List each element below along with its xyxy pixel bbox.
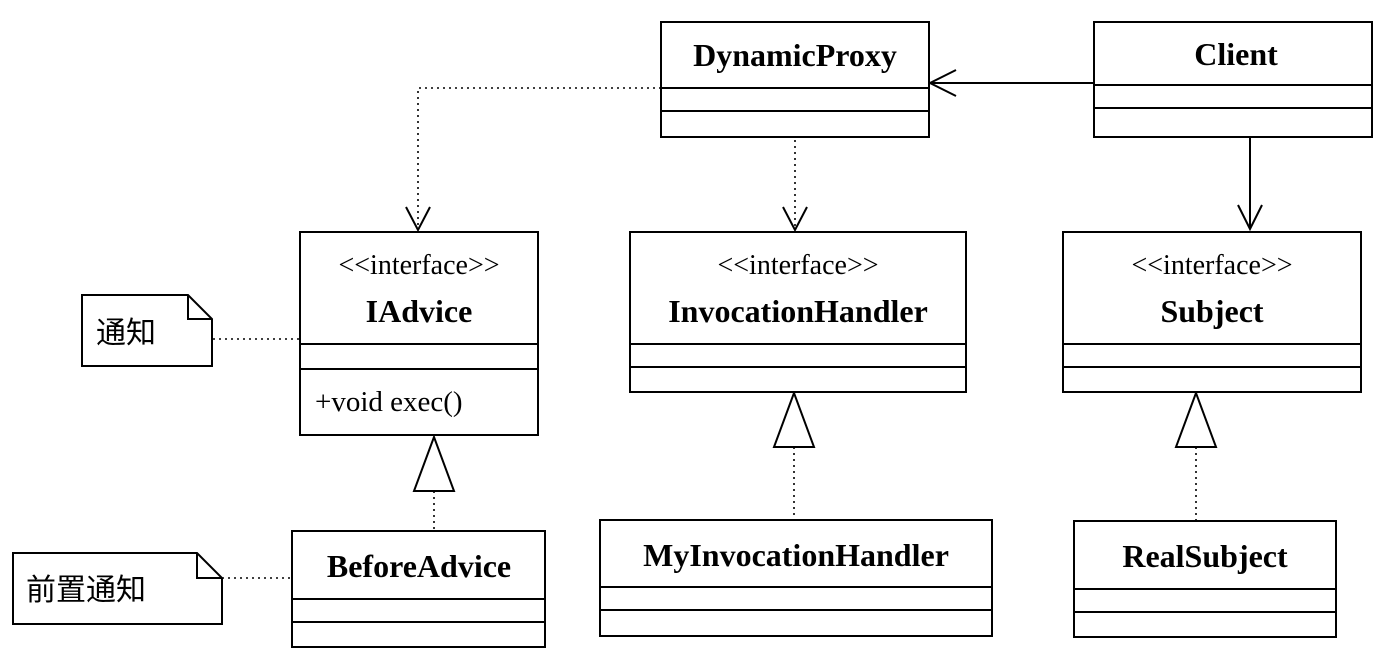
realization-beforeadvice-iadvice [412, 434, 456, 531]
note-before-advice-text: 前置通知 [26, 573, 146, 608]
realization-realsubject-subject [1174, 390, 1218, 521]
class-subject[interactable]: <<interface>> Subject [1062, 231, 1362, 393]
stereotype-label: <<interface>> [717, 250, 878, 281]
dependency-dynamicproxy-invocationhandler [782, 140, 808, 233]
stereotype-label: <<interface>> [338, 250, 499, 281]
realization-myinvocationhandler-invocationhandler [772, 390, 816, 520]
association-client-subject [1237, 137, 1263, 232]
class-name: BeforeAdvice [327, 548, 511, 584]
association-client-dynamicproxy [927, 69, 1094, 97]
class-name: DynamicProxy [693, 37, 897, 73]
method-exec: +void exec() [315, 386, 463, 418]
class-realsubject[interactable]: RealSubject [1073, 520, 1337, 638]
class-name: RealSubject [1122, 538, 1288, 574]
class-name: Client [1194, 36, 1278, 72]
class-name: IAdvice [366, 293, 473, 329]
note-advice[interactable]: 通知 [81, 294, 213, 367]
stereotype-label: <<interface>> [1131, 250, 1292, 281]
dependency-dynamicproxy-iadvice [405, 87, 661, 233]
class-beforeadvice[interactable]: BeforeAdvice [291, 530, 546, 648]
class-iadvice[interactable]: <<interface>> IAdvice +void exec() [299, 231, 539, 436]
note-advice-text: 通知 [96, 316, 156, 351]
note-before-advice[interactable]: 前置通知 [12, 552, 223, 625]
class-invocationhandler[interactable]: <<interface>> InvocationHandler [629, 231, 967, 393]
class-client[interactable]: Client [1093, 21, 1373, 138]
class-name: Subject [1160, 293, 1263, 329]
class-name: InvocationHandler [668, 293, 928, 329]
class-name: MyInvocationHandler [643, 537, 949, 573]
class-dynamicproxy[interactable]: DynamicProxy [660, 21, 930, 138]
class-myinvocationhandler[interactable]: MyInvocationHandler [599, 519, 993, 637]
